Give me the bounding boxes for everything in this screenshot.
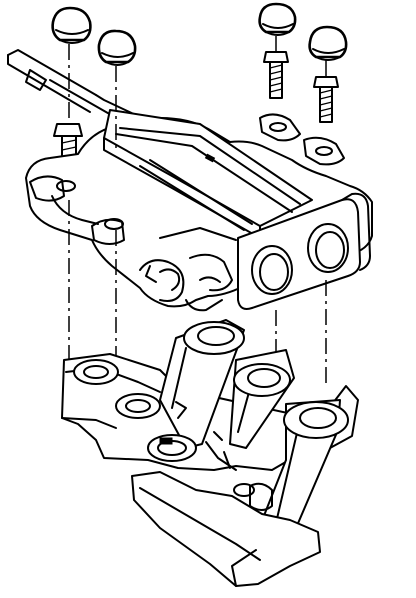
bolt-4 [313, 76, 339, 123]
cap-1 [51, 6, 92, 44]
cap-2 [97, 29, 137, 66]
cap-4 [308, 25, 348, 61]
throttle-body-housing [7, 49, 373, 312]
alignment-lines [68, 36, 327, 448]
cap-3 [258, 2, 297, 36]
bolt-3 [263, 51, 289, 99]
mounting-bracket [61, 319, 359, 587]
